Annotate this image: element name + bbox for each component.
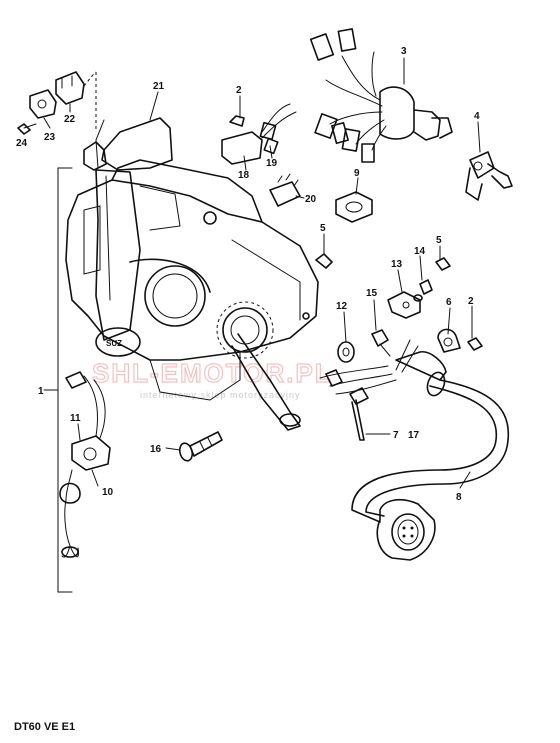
watermark: SHL-EMOTOR.PL internetowy sklep motoryza… [91,357,333,400]
callout-4: 4 [474,111,480,122]
callout-9: 9 [354,168,360,179]
housing-logo: SUZ [106,339,122,348]
callout-15: 15 [366,288,378,299]
grommet-9 [335,191,373,223]
buzzer-assembly [221,103,297,165]
callout-23: 23 [44,132,56,143]
callout-16: 16 [150,444,162,455]
callout-22: 22 [64,114,76,125]
connector-20 [269,173,301,207]
callout-5-left: 5 [320,223,326,234]
control-box-housing: SUZ [65,119,319,401]
main-switch-harness [309,28,453,163]
leader-lines [43,57,481,489]
callout-10: 10 [102,487,114,498]
callout-14: 14 [414,246,426,257]
callout-21: 21 [153,81,165,92]
callout-20: 20 [305,194,317,205]
watermark-brand: SHL-EMOTOR.PL [92,358,333,388]
callout-18: 18 [238,170,250,181]
callout-17: 17 [408,430,420,441]
diagram-caption: DT60 VE E1 [14,721,75,733]
callout-7: 7 [393,430,399,441]
callout-labels: 1 2 2 3 4 5 5 6 7 8 9 10 11 12 13 14 15 … [16,46,480,503]
ignition-key [465,151,513,201]
callout-2-top: 2 [236,85,242,96]
main-cable-8 [351,371,510,561]
callout-11: 11 [70,413,81,424]
control-lever [83,117,301,431]
callout-12: 12 [336,301,348,312]
small-hardware [315,253,483,363]
bolt-16 [178,431,223,462]
lanyard-switch [59,371,111,558]
callout-2-right: 2 [468,296,474,307]
watermark-tagline: internetowy sklep motoryzacyjny [140,390,301,400]
assembly-bracket [43,167,73,593]
callout-1: 1 [38,386,44,397]
callout-19: 19 [266,158,278,169]
callout-3: 3 [401,46,407,57]
callout-6: 6 [446,297,452,308]
parts-22-23-24 [17,71,97,135]
callout-8: 8 [456,492,462,503]
callout-13: 13 [391,259,403,270]
callout-24: 24 [16,138,28,149]
callout-5-right: 5 [436,235,442,246]
wire-harness [319,339,447,441]
